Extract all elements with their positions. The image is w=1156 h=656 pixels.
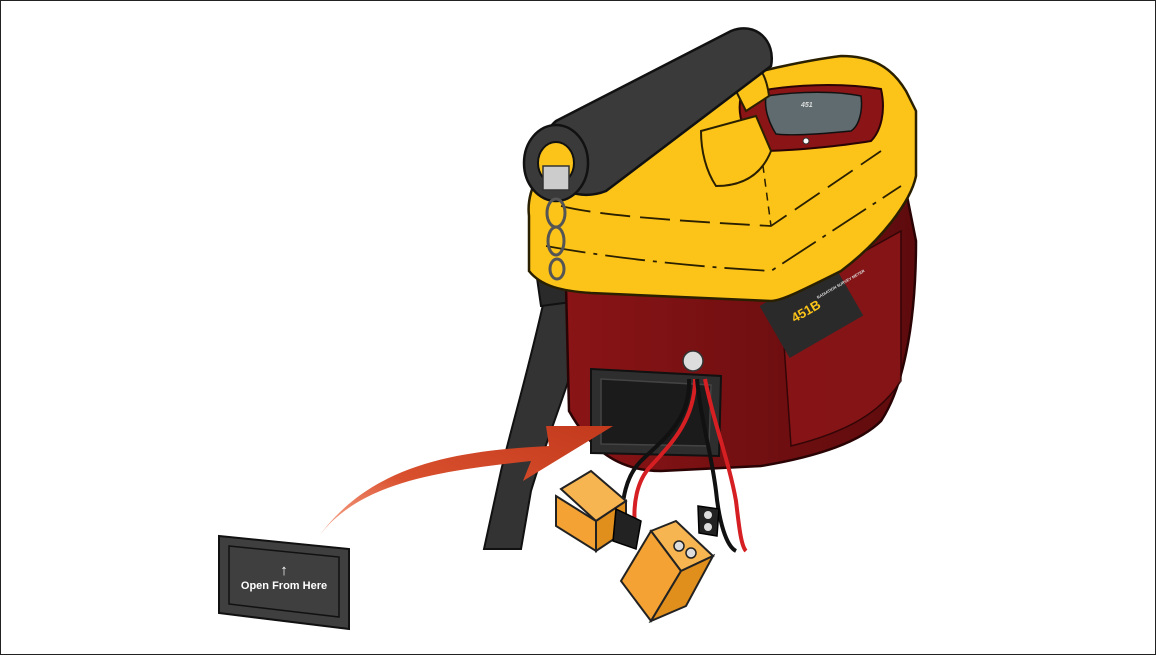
battery-connector (613, 509, 641, 549)
indicator-light (803, 138, 809, 144)
display-readout: 451 (800, 102, 813, 109)
battery-cover: ↑ Open From Here (219, 536, 349, 629)
thumb-screw (683, 351, 703, 371)
battery-snap (698, 506, 719, 536)
up-arrow-icon: ↑ (280, 562, 288, 579)
cover-instruction-label: Open From Here (241, 580, 327, 592)
